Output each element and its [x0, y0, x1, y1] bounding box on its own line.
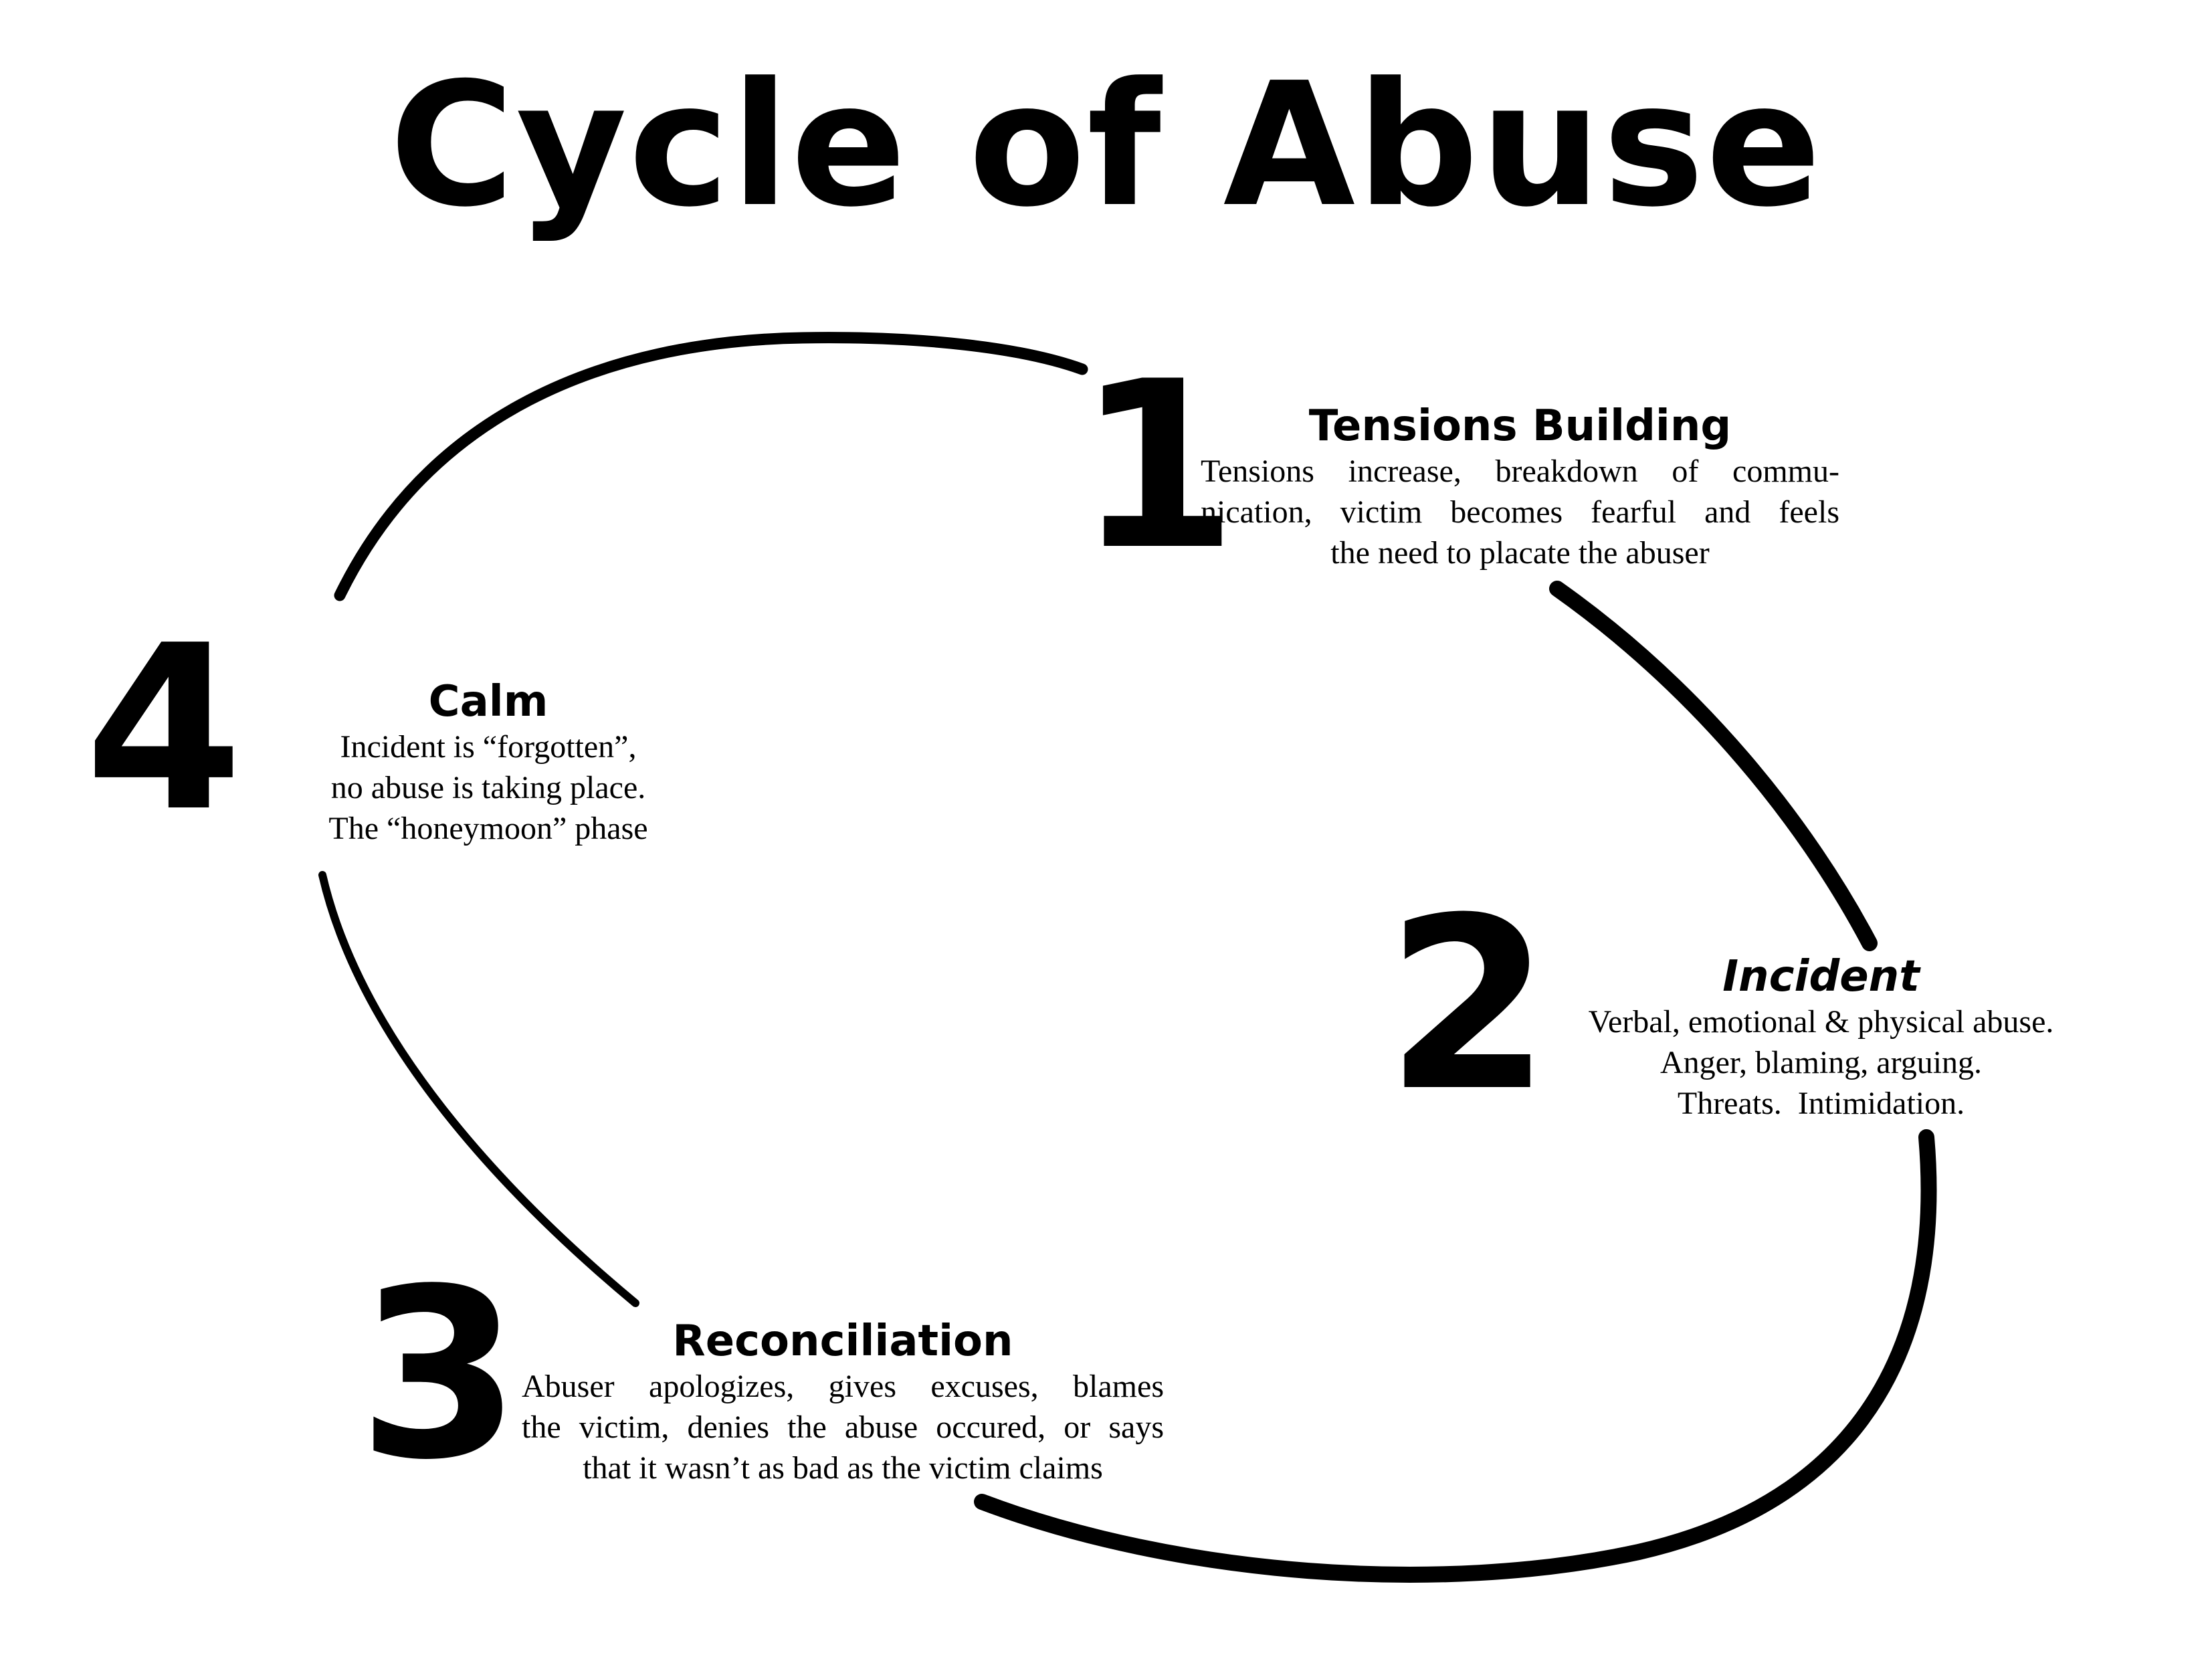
arc-reconciliation-to-calm	[318, 871, 639, 1307]
description-line: that it wasn’t as bad as the victim clai…	[583, 1450, 1103, 1486]
description-line: Threats. Intimidation.	[1677, 1086, 1965, 1121]
description-line: the victim, denies the abuse occured, or…	[522, 1409, 1164, 1445]
stage-title: Incident	[1722, 952, 1920, 1001]
arc-incident-to-reconciliation	[974, 1129, 1937, 1583]
description-line: no abuse is taking place.	[330, 770, 646, 805]
arc-tensions-to-incident	[1549, 581, 1878, 951]
description-line: The “honeymoon” phase	[328, 811, 648, 846]
description-line: nication, victim becomes fearful and fee…	[1201, 494, 1839, 530]
stage-number-4: 4	[84, 597, 243, 862]
stage-incident: Incident Verbal, emotional & physical ab…	[1552, 952, 2090, 1124]
stage-number-3: 3	[358, 1238, 521, 1511]
arc-calm-to-tensions	[334, 332, 1088, 601]
stage-title: Reconciliation	[672, 1316, 1013, 1366]
description-line: the need to placate the abuser	[1330, 535, 1710, 571]
description-line: Verbal, emotional & physical abuse.	[1588, 1004, 2054, 1040]
description-line: Tensions increase, breakdown of commu-	[1201, 454, 1839, 489]
stage-title: Tensions Building	[1308, 401, 1732, 451]
stage-description: Tensions increase, breakdown of commu- n…	[1201, 451, 1839, 573]
stage-number-2: 2	[1385, 866, 1551, 1143]
description-line: Incident is “forgotten”,	[340, 729, 637, 765]
stage-title: Calm	[428, 677, 548, 726]
page-title: Cycle of Abuse	[389, 46, 1823, 245]
stage-description: Incident is “forgotten”, no abuse is tak…	[281, 726, 696, 849]
stage-description: Verbal, emotional & physical abuse. Ange…	[1552, 1001, 2090, 1124]
stage-tensions-building: Tensions Building Tensions increase, bre…	[1201, 401, 1839, 573]
description-line: Abuser apologizes, gives excuses, blames	[522, 1369, 1164, 1404]
stage-number-1: 1	[1077, 332, 1238, 601]
stage-reconciliation: Reconciliation Abuser apologizes, gives …	[522, 1316, 1164, 1488]
stage-calm: Calm Incident is “forgotten”, no abuse i…	[281, 677, 696, 849]
stage-description: Abuser apologizes, gives excuses, blames…	[522, 1366, 1164, 1488]
description-line: Anger, blaming, arguing.	[1660, 1045, 1983, 1080]
